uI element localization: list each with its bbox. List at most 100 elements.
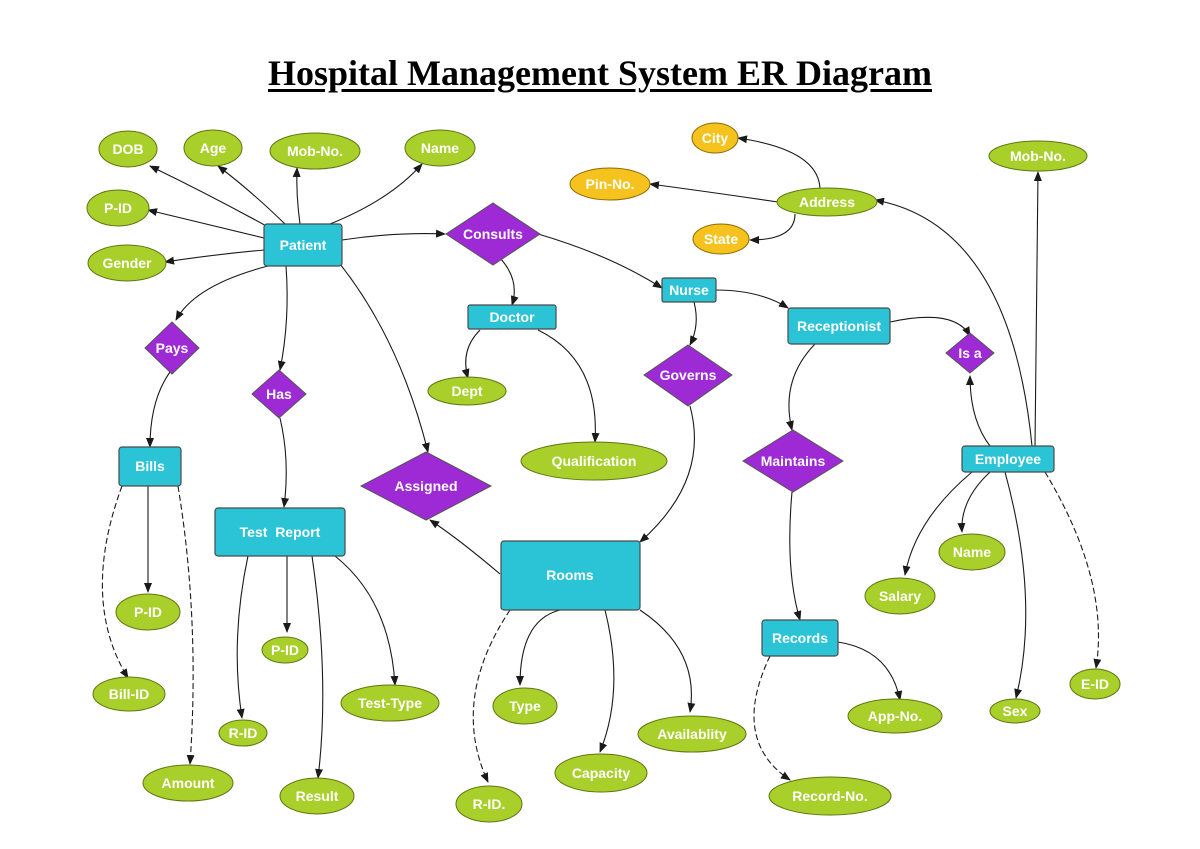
svg-text:Pin-No.: Pin-No.: [586, 176, 635, 192]
edge-maintains-records: [789, 491, 802, 621]
attribute-patient-mob-no: Mob-No.: [269, 132, 361, 170]
edge-employee-eid: [1044, 471, 1102, 669]
svg-text:Pays: Pays: [156, 340, 189, 356]
svg-text:Dept: Dept: [451, 383, 482, 399]
svg-text:Maintains: Maintains: [761, 453, 826, 469]
relationships: Consults Pays Has Assigned Governs Maint…: [144, 202, 995, 521]
attribute-patient-pid: P-ID: [86, 189, 150, 227]
relationship-consults: Consults: [445, 202, 541, 266]
edge-patient-consults: [341, 229, 446, 241]
edge-patient-gender: [164, 249, 265, 265]
attribute-employee-name: Name: [938, 533, 1006, 571]
edge-patient-has: [277, 265, 288, 371]
svg-text:Mob-No.: Mob-No.: [1010, 148, 1066, 164]
edge-doctor-qualification: [537, 329, 600, 443]
svg-text:P-ID: P-ID: [271, 642, 299, 658]
attribute-salary: Salary: [864, 577, 936, 615]
attribute-employee-mob-no: Mob-No.: [988, 140, 1088, 172]
edge-rooms-capacity: [599, 609, 615, 753]
edge-pays-bills: [146, 371, 171, 448]
attribute-age: Age: [183, 129, 243, 167]
svg-text:Bills: Bills: [135, 458, 165, 474]
attribute-room-rid: R-ID.: [455, 785, 523, 823]
svg-text:Consults: Consults: [463, 226, 523, 242]
svg-text:Availablity: Availablity: [657, 726, 727, 742]
svg-text:Assigned: Assigned: [394, 478, 457, 494]
entity-test-report: Test Report: [214, 507, 346, 557]
svg-text:Age: Age: [200, 140, 227, 156]
connector-lines: [101, 135, 1102, 783]
edge-bills-amount: [177, 485, 195, 765]
edge-employee-name: [957, 471, 991, 533]
svg-text:Records: Records: [772, 630, 828, 646]
svg-text:E-ID: E-ID: [1081, 676, 1109, 692]
svg-text:Sex: Sex: [1003, 703, 1028, 719]
edge-employee-address: [874, 197, 1033, 447]
svg-text:Patient: Patient: [280, 237, 327, 253]
edge-testreport-rid: [236, 555, 249, 719]
svg-text:App-No.: App-No.: [868, 708, 922, 724]
edge-rooms-availability: [639, 609, 696, 713]
edge-testreport-testtype: [334, 555, 399, 686]
svg-text:Name: Name: [421, 140, 459, 156]
attribute-capacity: Capacity: [554, 753, 648, 793]
entity-employee: Employee: [961, 445, 1055, 473]
svg-text:Governs: Governs: [660, 367, 717, 383]
svg-text:Nurse: Nurse: [669, 282, 709, 298]
edge-receptionist-isa: [889, 316, 971, 337]
edge-employee-sex: [1004, 471, 1027, 699]
entity-doctor: Doctor: [467, 304, 557, 330]
svg-text:Qualification: Qualification: [552, 453, 637, 469]
relationship-governs: Governs: [643, 344, 733, 407]
svg-text:Test-Type: Test-Type: [358, 695, 422, 711]
attribute-pin-no: Pin-No.: [569, 167, 651, 201]
relationship-has: Has: [251, 369, 307, 419]
relationship-is-a: Is a: [945, 332, 995, 374]
attribute-dept: Dept: [427, 376, 507, 406]
edge-testreport-result: [311, 555, 324, 779]
attribute-patient-name: Name: [404, 129, 476, 167]
attribute-report-rid: R-ID: [218, 719, 268, 747]
edge-governs-rooms: [639, 405, 695, 543]
edge-patient-pays: [175, 265, 269, 321]
svg-text:P-ID: P-ID: [104, 200, 132, 216]
relationship-assigned: Assigned: [359, 451, 493, 521]
svg-text:Salary: Salary: [879, 588, 921, 604]
attribute-eid: E-ID: [1069, 668, 1121, 700]
attribute-availability: Availablity: [637, 715, 747, 753]
attribute-qualification: Qualification: [520, 441, 668, 481]
edge-rooms-rid: [472, 609, 511, 783]
edge-patient-age: [217, 165, 286, 225]
attribute-address: Address: [776, 187, 878, 217]
edge-bills-billid: [101, 485, 129, 679]
svg-text:Amount: Amount: [162, 775, 215, 791]
edge-doctor-dept: [461, 329, 481, 379]
attribute-sex: Sex: [989, 698, 1041, 724]
svg-text:Is a: Is a: [958, 345, 982, 361]
svg-text:Type: Type: [509, 698, 541, 714]
attribute-city: City: [691, 122, 739, 154]
edge-nurse-governs: [689, 301, 698, 346]
entity-rooms: Rooms: [500, 540, 641, 611]
edge-patient-assigned: [339, 263, 430, 453]
entities: Patient Doctor Nurse Receptionist Bills …: [118, 223, 1055, 657]
svg-text:R-ID.: R-ID.: [473, 796, 506, 812]
edge-address-pinno: [649, 181, 779, 203]
entity-patient: Patient: [263, 223, 343, 267]
edge-patient-dob: [149, 165, 271, 229]
attribute-test-type: Test-Type: [340, 684, 440, 722]
relationship-maintains: Maintains: [742, 429, 844, 493]
relationship-pays: Pays: [144, 321, 200, 375]
svg-text:Receptionist: Receptionist: [797, 318, 881, 334]
entity-bills: Bills: [118, 446, 182, 487]
svg-text:State: State: [704, 231, 738, 247]
svg-text:Doctor: Doctor: [489, 309, 535, 325]
attributes: DOB Age Mob-No. Name P-ID Gender City Pi…: [86, 122, 1121, 823]
svg-text:Employee: Employee: [975, 451, 1041, 467]
svg-text:Rooms: Rooms: [546, 567, 594, 583]
edge-receptionist-maintains: [786, 343, 816, 431]
edge-address-state: [749, 213, 796, 244]
attribute-report-pid: P-ID: [261, 636, 309, 664]
edge-records-recordno: [753, 655, 791, 781]
svg-text:City: City: [702, 130, 729, 146]
